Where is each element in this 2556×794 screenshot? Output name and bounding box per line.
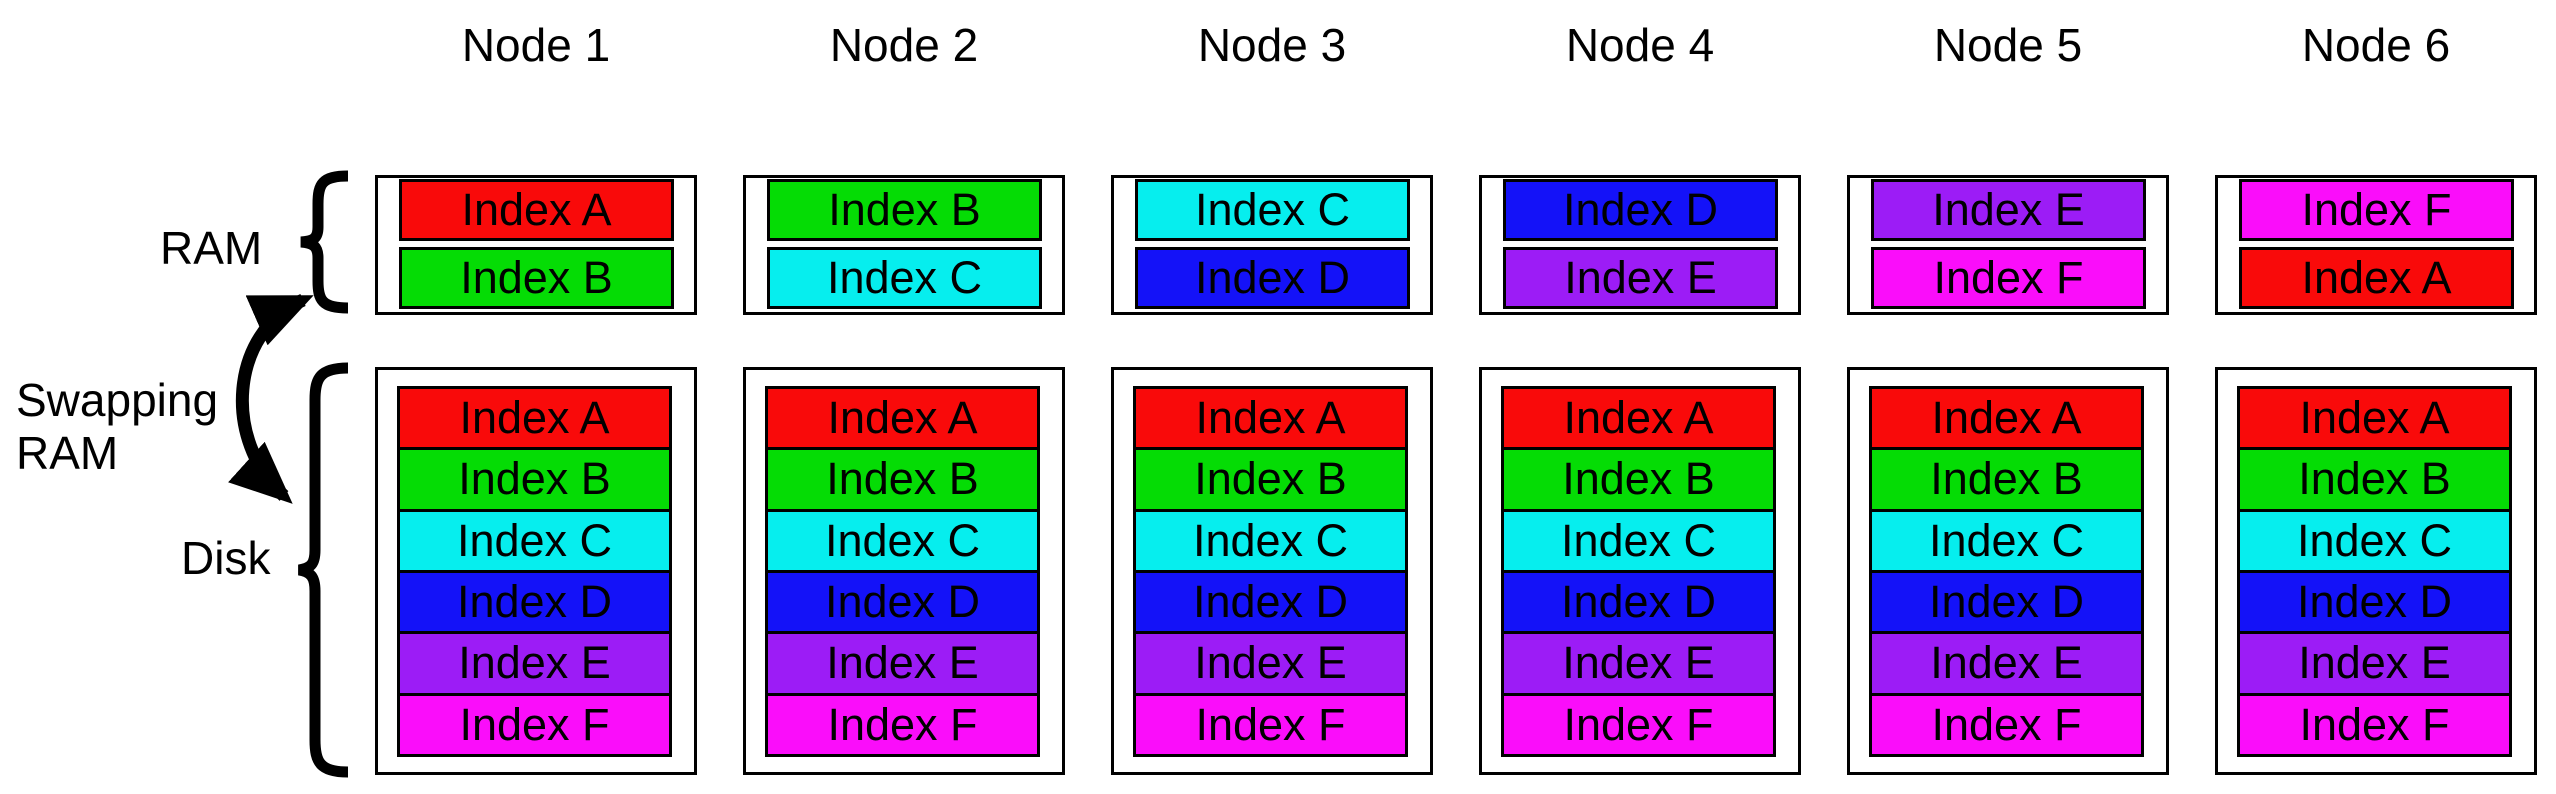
index-block-ram-F: Index F bbox=[1871, 247, 2146, 309]
ram-brace-icon bbox=[300, 170, 349, 314]
ram-label: RAM bbox=[160, 222, 263, 274]
index-block-disk-C: Index C bbox=[1133, 508, 1408, 573]
disk-brace-icon bbox=[297, 362, 349, 778]
index-block-disk-A: Index A bbox=[1133, 386, 1408, 451]
node-title: Node 2 bbox=[829, 19, 979, 71]
index-block-disk-F: Index F bbox=[397, 692, 672, 757]
index-block-disk-C: Index C bbox=[765, 508, 1040, 573]
index-block-disk-D: Index D bbox=[397, 569, 672, 635]
index-block-disk-D: Index D bbox=[1501, 569, 1776, 635]
index-block-disk-A: Index A bbox=[2237, 386, 2512, 451]
index-block-disk-D: Index D bbox=[1133, 569, 1408, 635]
index-block-ram-E: Index E bbox=[1871, 179, 2146, 241]
swapping-ram-label: Swapping RAM bbox=[16, 374, 219, 479]
index-block-disk-A: Index A bbox=[1869, 386, 2144, 451]
index-block-disk-F: Index F bbox=[1869, 692, 2144, 757]
index-block-ram-C: Index C bbox=[1135, 179, 1410, 241]
swap-arrow-icon bbox=[228, 294, 314, 504]
index-block-disk-B: Index B bbox=[1869, 447, 2144, 512]
index-block-ram-E: Index E bbox=[1503, 247, 1778, 309]
left-gutter-graphics bbox=[228, 170, 349, 778]
index-block-ram-D: Index D bbox=[1503, 179, 1778, 241]
node-title: Node 5 bbox=[1933, 19, 2083, 71]
index-block-disk-A: Index A bbox=[397, 386, 672, 451]
disk-label: Disk bbox=[181, 532, 271, 584]
index-block-ram-A: Index A bbox=[399, 179, 674, 241]
index-block-disk-B: Index B bbox=[2237, 447, 2512, 512]
index-block-disk-C: Index C bbox=[1869, 508, 2144, 573]
index-block-disk-B: Index B bbox=[765, 447, 1040, 512]
index-block-disk-B: Index B bbox=[1133, 447, 1408, 512]
index-block-ram-A: Index A bbox=[2239, 247, 2514, 309]
index-block-disk-E: Index E bbox=[1133, 631, 1408, 696]
index-block-ram-D: Index D bbox=[1135, 247, 1410, 309]
index-block-ram-B: Index B bbox=[767, 179, 1042, 241]
index-block-disk-A: Index A bbox=[765, 386, 1040, 451]
index-block-disk-E: Index E bbox=[1869, 631, 2144, 696]
node-title: Node 1 bbox=[461, 19, 611, 71]
index-block-disk-C: Index C bbox=[397, 508, 672, 573]
index-block-ram-F: Index F bbox=[2239, 179, 2514, 241]
index-block-ram-B: Index B bbox=[399, 247, 674, 309]
index-block-disk-C: Index C bbox=[1501, 508, 1776, 573]
node-title: Node 6 bbox=[2301, 19, 2451, 71]
index-block-disk-B: Index B bbox=[397, 447, 672, 512]
index-block-disk-D: Index D bbox=[2237, 569, 2512, 635]
index-block-disk-E: Index E bbox=[765, 631, 1040, 696]
index-block-disk-B: Index B bbox=[1501, 447, 1776, 512]
index-block-disk-D: Index D bbox=[765, 569, 1040, 635]
index-block-disk-F: Index F bbox=[1501, 692, 1776, 757]
index-block-disk-C: Index C bbox=[2237, 508, 2512, 573]
index-block-ram-C: Index C bbox=[767, 247, 1042, 309]
index-block-disk-E: Index E bbox=[397, 631, 672, 696]
node-title: Node 4 bbox=[1565, 19, 1715, 71]
index-block-disk-E: Index E bbox=[2237, 631, 2512, 696]
index-block-disk-D: Index D bbox=[1869, 569, 2144, 635]
node-title: Node 3 bbox=[1197, 19, 1347, 71]
index-block-disk-F: Index F bbox=[1133, 692, 1408, 757]
index-block-disk-E: Index E bbox=[1501, 631, 1776, 696]
index-block-disk-A: Index A bbox=[1501, 386, 1776, 451]
index-block-disk-F: Index F bbox=[765, 692, 1040, 757]
index-block-disk-F: Index F bbox=[2237, 692, 2512, 757]
